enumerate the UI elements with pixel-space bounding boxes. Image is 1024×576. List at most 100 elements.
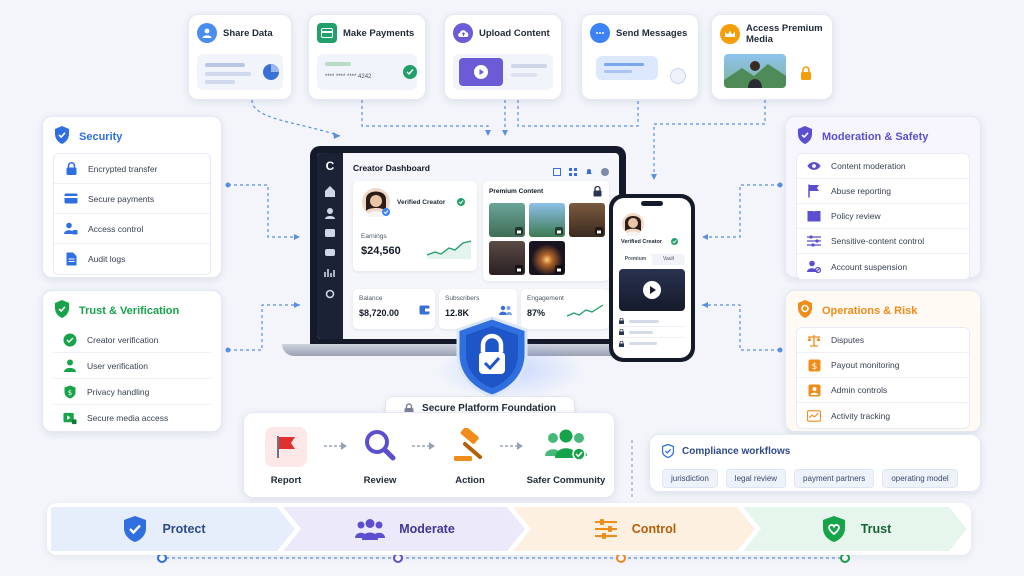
credit-card-icon (317, 23, 337, 43)
dashboard-sidebar: C (317, 153, 343, 339)
bell-icon[interactable] (585, 163, 593, 181)
flow-step-review[interactable]: Review (340, 427, 420, 486)
flow-step-action[interactable]: Action (430, 426, 510, 486)
premium-content-label: Premium Content (489, 188, 544, 195)
avatar (670, 68, 686, 84)
dollar-box-icon: $ (807, 358, 821, 372)
list-item[interactable]: $ Payout monitoring (797, 353, 969, 378)
list-item[interactable]: Audit logs (54, 244, 210, 274)
creator-avatar (622, 213, 644, 236)
user-icon (63, 359, 77, 373)
shield-check-icon (53, 299, 71, 324)
users-icon (499, 305, 512, 315)
moderation-flow: Report Review Action Safer Community (243, 412, 615, 498)
play-icon (474, 65, 488, 79)
creator-card: Verified Creator Earnings $24,560 (353, 181, 477, 271)
lock-icon (593, 186, 602, 197)
list-item[interactable]: Secure payments (54, 184, 210, 214)
earnings-sparkline (427, 240, 471, 259)
flow-step-safer-community[interactable]: Safer Community (520, 427, 612, 486)
media-preview (720, 54, 824, 90)
list-item-label: Activity tracking (831, 410, 891, 421)
list-item[interactable]: Sensitive-content control (797, 229, 969, 254)
list-item[interactable]: Encrypted transfer (54, 154, 210, 184)
list-item[interactable]: Content moderation (797, 154, 969, 179)
tag-jurisdiction[interactable]: jurisdiction (662, 469, 718, 488)
creator-dashboard: C Creator Dashboard Verified Creator (317, 153, 619, 339)
top-card-upload-content[interactable]: Upload Content (444, 14, 562, 100)
eye-icon (807, 159, 821, 173)
premium-media-grid[interactable] (489, 203, 605, 277)
lock-icon (800, 66, 812, 85)
laptop: C Creator Dashboard Verified Creator (310, 146, 626, 346)
list-item-label: Sensitive-content control (831, 236, 925, 246)
top-card-title: Make Payments (343, 27, 415, 39)
tab-premium[interactable]: Premium (619, 254, 652, 265)
tag-payment-partners[interactable]: payment partners (794, 469, 875, 488)
phone-video[interactable] (619, 269, 685, 311)
operations-risk-panel: Operations & Risk Disputes $ Payout moni… (785, 290, 981, 432)
list-item[interactable]: Admin controls (797, 378, 969, 403)
list-item[interactable]: Access control (54, 214, 210, 244)
banner-label: Control (631, 522, 677, 536)
list-item[interactable]: Disputes (797, 328, 969, 353)
top-card-send-messages[interactable]: Send Messages (581, 14, 699, 100)
list-item-label: Access control (88, 223, 144, 234)
tag-operating-model[interactable]: operating model (882, 469, 958, 488)
list-item[interactable]: User verification (53, 353, 211, 379)
banner-label: Protect (162, 522, 206, 536)
balance-value: $8,720.00 (359, 308, 400, 318)
activity-chart-icon (807, 409, 821, 423)
trust-list: Creator verification User verification $… (53, 327, 211, 431)
avatar[interactable] (601, 163, 609, 181)
smartphone: Verified Creator Premium Vault (609, 194, 695, 362)
list-item-label: Creator verification (87, 334, 159, 345)
top-card-access-premium-media[interactable]: Access Premium Media (711, 14, 833, 100)
list-item[interactable]: $ Privacy handling (53, 379, 211, 405)
list-item[interactable]: Creator verification (53, 327, 211, 353)
play-icon[interactable] (643, 281, 661, 299)
arrow-right-icon (412, 442, 435, 450)
list-item[interactable]: Secure media access (53, 405, 211, 431)
book-icon (807, 209, 821, 223)
grid-icon[interactable] (569, 163, 577, 181)
user-lock-icon (64, 222, 78, 236)
top-card-share-data[interactable]: Share Data (188, 14, 292, 100)
flow-step-label: Safer Community (526, 475, 606, 486)
flow-step-report[interactable]: Report (246, 427, 326, 486)
upload-preview (453, 54, 553, 90)
list-item (619, 338, 685, 349)
dashboard-title: Creator Dashboard (353, 163, 430, 173)
banner-control: Control (523, 507, 747, 551)
balance-card: Balance $8,720.00 (353, 289, 435, 329)
engagement-sparkline (567, 304, 603, 317)
tab-vault[interactable]: Vault (662, 256, 675, 262)
list-item[interactable]: Activity tracking (797, 403, 969, 428)
dashboard-toolbar (553, 163, 609, 181)
foundation-label: Secure Platform Foundation (422, 403, 556, 414)
expand-icon[interactable] (553, 163, 561, 181)
lock-icon (555, 265, 563, 273)
top-card-make-payments[interactable]: Make Payments **** **** **** 4242 (308, 14, 426, 100)
earnings-label: Earnings (361, 233, 387, 240)
banner-chevrons (51, 507, 967, 551)
list-item-label: User verification (87, 360, 148, 371)
pie-chart-icon (263, 64, 279, 80)
data-preview (197, 54, 283, 90)
banner-moderate: Moderate (293, 507, 517, 551)
list-item-label: Abuse reporting (831, 186, 892, 196)
sidebar-nav-icons[interactable] (317, 179, 343, 309)
list-item[interactable]: Abuse reporting (797, 179, 969, 204)
verified-label: Verified Creator (397, 199, 446, 206)
lock-icon (619, 318, 624, 324)
list-item-label: Policy review (831, 211, 881, 221)
tag-legal-review[interactable]: legal review (725, 469, 787, 488)
list-item[interactable]: Account suspension (797, 254, 969, 279)
security-panel: Security Encrypted transfer Secure payme… (42, 116, 222, 278)
app-logo: C (325, 159, 335, 173)
list-item[interactable]: Policy review (797, 204, 969, 229)
engagement-label: Engagement (527, 295, 564, 302)
verified-label: Verified Creator (621, 239, 662, 245)
sliders-icon (594, 519, 617, 539)
